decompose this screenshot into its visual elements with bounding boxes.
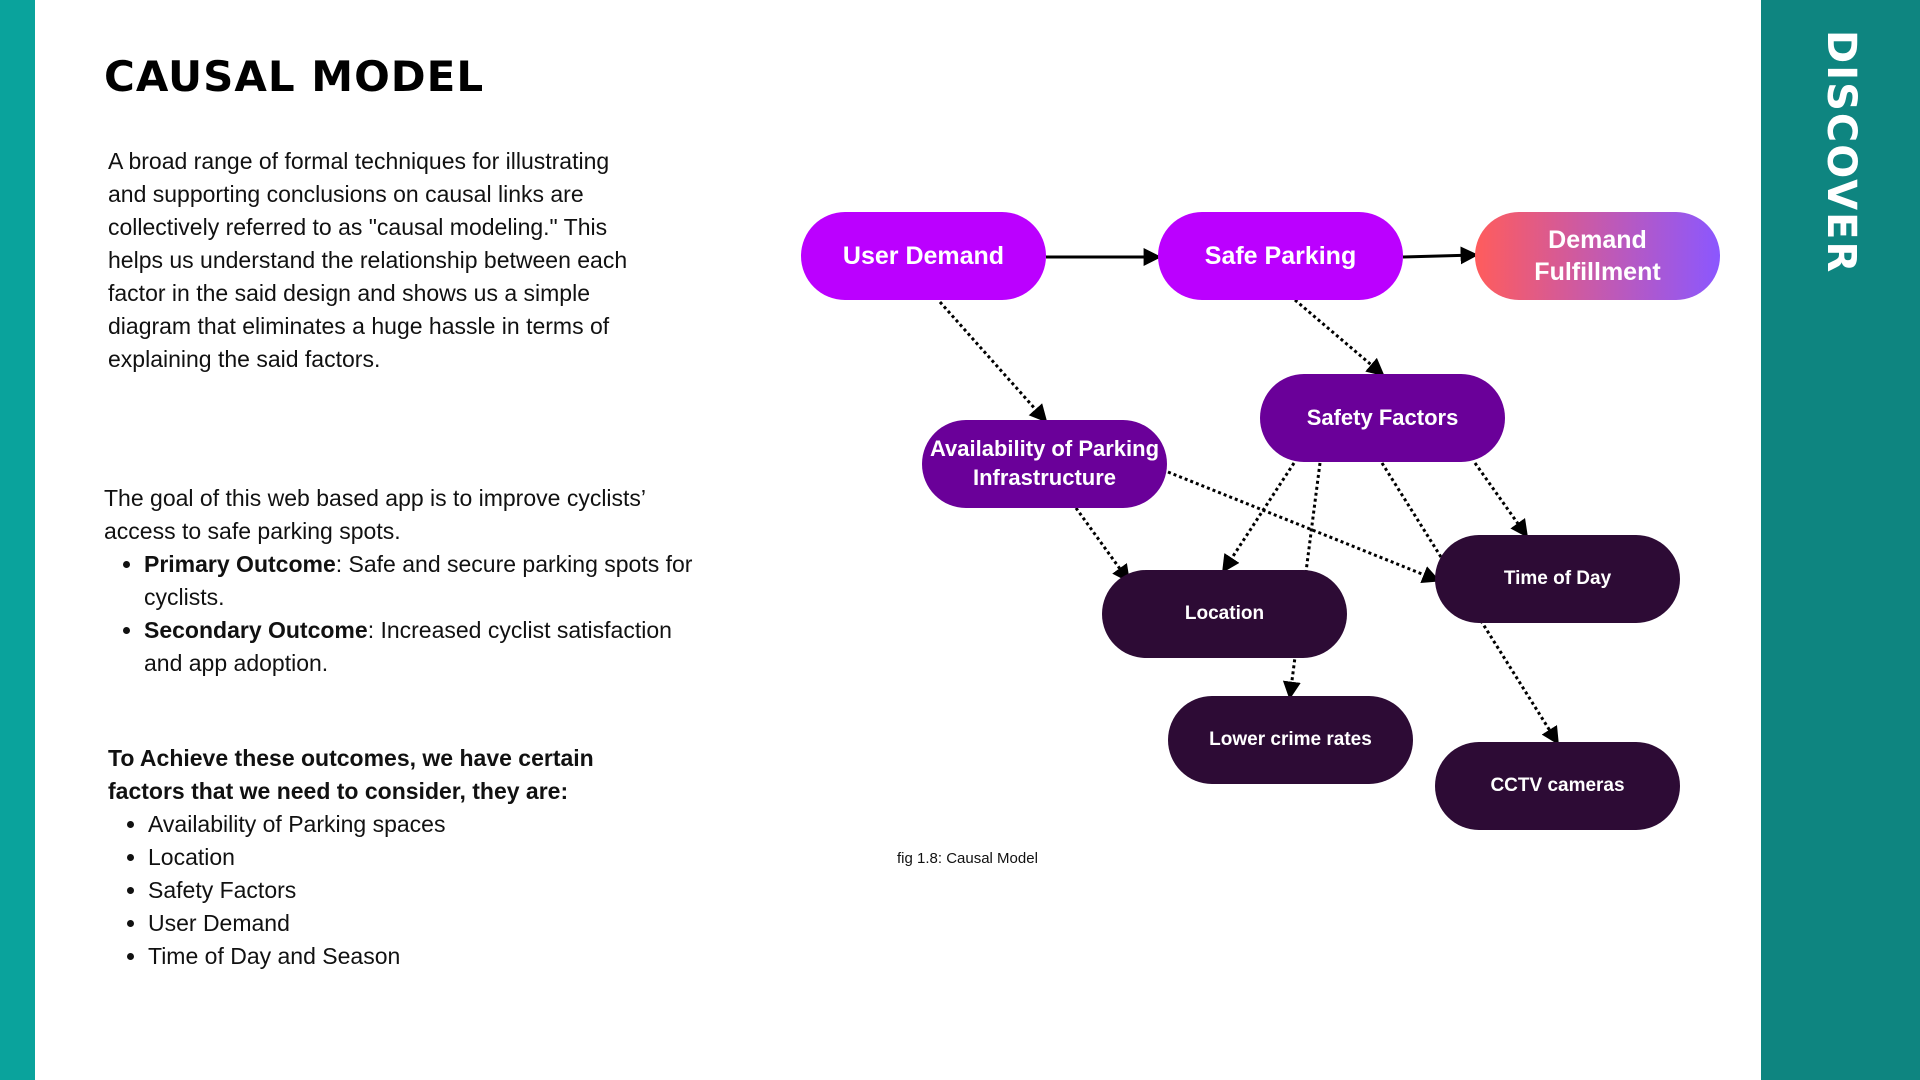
outcome-item: Secondary Outcome: Increased cyclist sat… (144, 614, 704, 680)
node-safety-factors: Safety Factors (1260, 374, 1505, 462)
factor-item: Safety Factors (148, 874, 668, 907)
node-cctv-cameras: CCTV cameras (1435, 742, 1680, 830)
node-lower-crime-rates: Lower crime rates (1168, 696, 1413, 784)
section-label: DISCOVER (1818, 30, 1864, 275)
goal-section: The goal of this web based app is to imp… (104, 482, 704, 680)
edge-availability-to-time-of-day (1167, 470, 1441, 583)
factors-section: To Achieve these outcomes, we have certa… (108, 742, 668, 973)
intro-paragraph: A broad range of formal techniques for i… (108, 148, 628, 372)
outcome-label: Primary Outcome (144, 551, 336, 577)
figure-caption: fig 1.8: Causal Model (897, 850, 1038, 867)
node-location: Location (1102, 570, 1347, 658)
edge-safe-parking-to-safety-factors (1294, 298, 1385, 377)
edge-user-demand-to-availability (938, 301, 1048, 423)
edge-safety-factors-to-time-of-day (1473, 462, 1529, 538)
edge-safe-parking-to-demand-fulfillment (1402, 246, 1479, 265)
node-time-of-day: Time of Day (1435, 535, 1680, 623)
factor-item: Location (148, 841, 668, 874)
factor-item: Time of Day and Season (148, 940, 668, 973)
node-safe-parking: Safe Parking (1158, 212, 1403, 300)
node-user-demand: User Demand (801, 212, 1046, 300)
factor-item: Availability of Parking spaces (148, 808, 668, 841)
outcome-label: Secondary Outcome (144, 617, 368, 643)
edge-availability-to-location (1074, 507, 1131, 583)
factors-heading: To Achieve these outcomes, we have certa… (108, 745, 594, 804)
left-accent-bar (0, 0, 35, 1080)
factor-list: Availability of Parking spaces Location … (108, 808, 668, 973)
goal-text: The goal of this web based app is to imp… (104, 485, 646, 544)
outcome-item: Primary Outcome: Safe and secure parking… (144, 548, 704, 614)
outcome-text: : Increased cyclist satisfaction and app… (144, 617, 672, 676)
edge-safety-factors-to-location (1222, 462, 1296, 574)
outcome-list: Primary Outcome: Safe and secure parking… (104, 548, 704, 680)
factor-item: User Demand (148, 907, 668, 940)
node-demand-fulfillment: Demand Fulfillment (1475, 212, 1720, 300)
node-availability: Availability of Parking Infrastructure (922, 420, 1167, 508)
outcome-text: : Safe and secure parking spots for cycl… (144, 551, 693, 610)
page-title: CAUSAL MODEL (104, 52, 485, 101)
right-accent-bar (1761, 0, 1920, 1080)
